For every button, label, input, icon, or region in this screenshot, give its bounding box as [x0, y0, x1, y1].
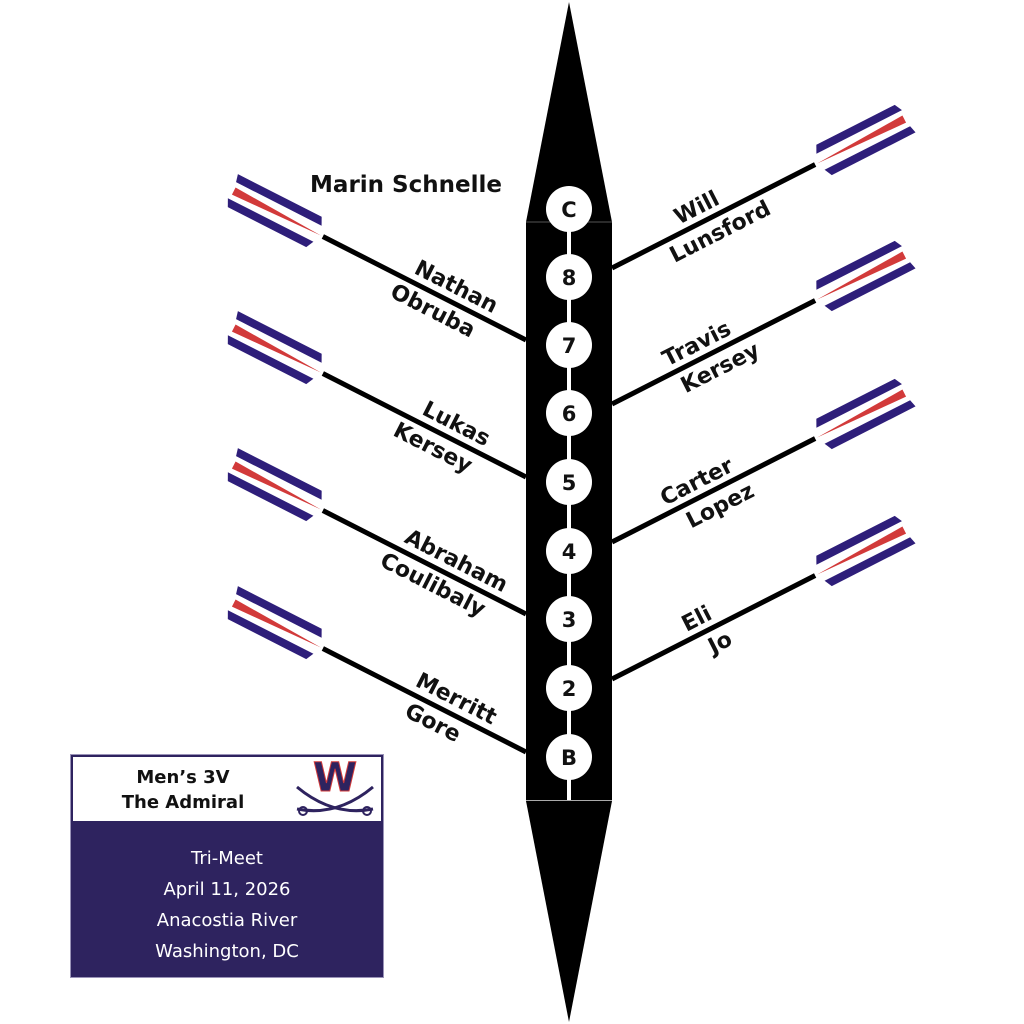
oar-blade — [815, 240, 916, 312]
info-card-header: Men’s 3V The Admiral W — [73, 757, 381, 821]
boat-category: Men’s 3V — [136, 767, 230, 788]
seat-marker — [546, 254, 592, 300]
oar-shaft — [321, 234, 528, 343]
seat-number: C — [561, 198, 576, 222]
oar-blade — [227, 174, 323, 248]
seat-marker — [546, 665, 592, 711]
hull-bow — [526, 2, 612, 222]
oar-shaft — [610, 573, 817, 682]
seat-number: 3 — [562, 608, 577, 632]
seat-b: B — [546, 734, 592, 780]
seat-marker — [546, 459, 592, 505]
oar-8 — [610, 104, 916, 271]
event-details: Tri-Meet April 11, 2026 Anacostia River … — [71, 843, 383, 967]
seat-number: 7 — [562, 334, 577, 358]
oar-blade — [815, 104, 916, 176]
hull-stern — [526, 801, 612, 1022]
seat-number: 2 — [562, 677, 577, 701]
boat-hull — [526, 2, 612, 1022]
seat-number: 5 — [562, 471, 577, 495]
oar-shaft — [610, 298, 817, 407]
team-logo-icon: W — [296, 757, 374, 816]
oar-6 — [610, 240, 916, 407]
info-card-title: Men’s 3V The Admiral — [73, 765, 293, 815]
info-card: Men’s 3V The Admiral W Tri-Meet April 11… — [70, 754, 384, 978]
seat-marker — [546, 596, 592, 642]
seats-layer: C 8 7 6 5 4 3 2B — [546, 186, 592, 780]
seat-8: 8 — [546, 254, 592, 300]
oar-blade — [227, 311, 323, 385]
seat-number: B — [561, 746, 577, 770]
event-venue: Anacostia River — [156, 910, 298, 931]
oar-4 — [610, 378, 916, 545]
logo-letter: W — [313, 757, 357, 801]
boat-name: The Admiral — [121, 792, 245, 813]
seat-7: 7 — [546, 322, 592, 368]
rower-first-name: Eli — [678, 601, 716, 637]
seat-marker — [546, 322, 592, 368]
oar-shaft — [610, 436, 817, 545]
oar-blade — [227, 586, 323, 660]
event-name: Tri-Meet — [191, 848, 263, 869]
seat-3: 3 — [546, 596, 592, 642]
oars-layer — [227, 104, 916, 755]
seat-2: 2 — [546, 665, 592, 711]
seat-number: 8 — [562, 266, 577, 290]
seat-number: 4 — [562, 540, 577, 564]
seat-4: 4 — [546, 528, 592, 574]
oar-shaft — [610, 162, 817, 271]
seat-marker — [546, 528, 592, 574]
event-date: April 11, 2026 — [163, 879, 291, 900]
event-city: Washington, DC — [155, 941, 299, 962]
oar-2 — [610, 515, 916, 682]
seat-c: C — [546, 186, 592, 232]
oar-5 — [227, 311, 528, 480]
oar-blade — [815, 515, 916, 587]
oar-b — [227, 586, 528, 755]
seat-5: 5 — [546, 459, 592, 505]
oar-7 — [227, 174, 528, 343]
seat-marker — [546, 734, 592, 780]
oar-blade — [815, 378, 916, 450]
oar-shaft — [321, 508, 528, 617]
seat-number: 6 — [562, 402, 577, 426]
oar-blade — [227, 448, 323, 522]
oar-3 — [227, 448, 528, 617]
oar-shaft — [321, 646, 528, 755]
coxswain-name: Marin Schnelle — [310, 172, 502, 198]
seat-marker — [546, 390, 592, 436]
seat-marker — [546, 186, 592, 232]
oar-shaft — [321, 371, 528, 480]
seat-6: 6 — [546, 390, 592, 436]
